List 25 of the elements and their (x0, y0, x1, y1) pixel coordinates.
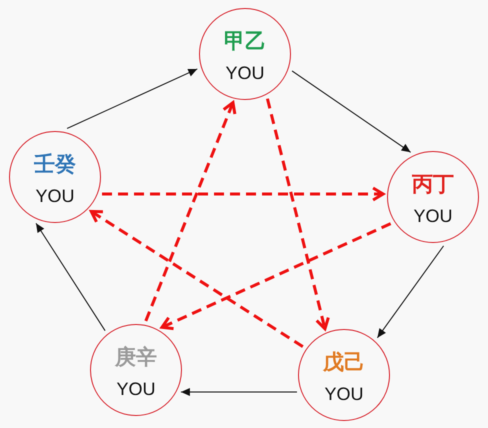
node-label: YOU (35, 185, 74, 207)
dashed-arrow (102, 186, 385, 202)
arrow (36, 222, 106, 332)
node-label: 戊己 (323, 350, 365, 375)
circle-node (90, 324, 182, 416)
node-label: 丙丁 (412, 172, 454, 197)
node-label: 壬癸 (34, 152, 76, 177)
dashed-arrow (160, 222, 392, 330)
circle-node (298, 329, 390, 421)
node-label: YOU (116, 378, 156, 400)
circle-node (9, 131, 101, 223)
dashed-arrow (144, 101, 236, 322)
node-label: YOU (413, 205, 452, 227)
node-label: YOU (225, 62, 264, 84)
node-label: 庚辛 (115, 345, 157, 370)
arrow (376, 245, 444, 338)
node-label: 甲乙 (224, 29, 266, 54)
circle-node (387, 151, 479, 243)
arrow (180, 388, 298, 396)
circle-node (199, 8, 291, 100)
arrow (292, 70, 412, 153)
node-label: YOU (324, 383, 364, 405)
dashed-arrow (266, 98, 330, 330)
arrow (66, 68, 198, 129)
dashed-arrow (90, 210, 304, 348)
